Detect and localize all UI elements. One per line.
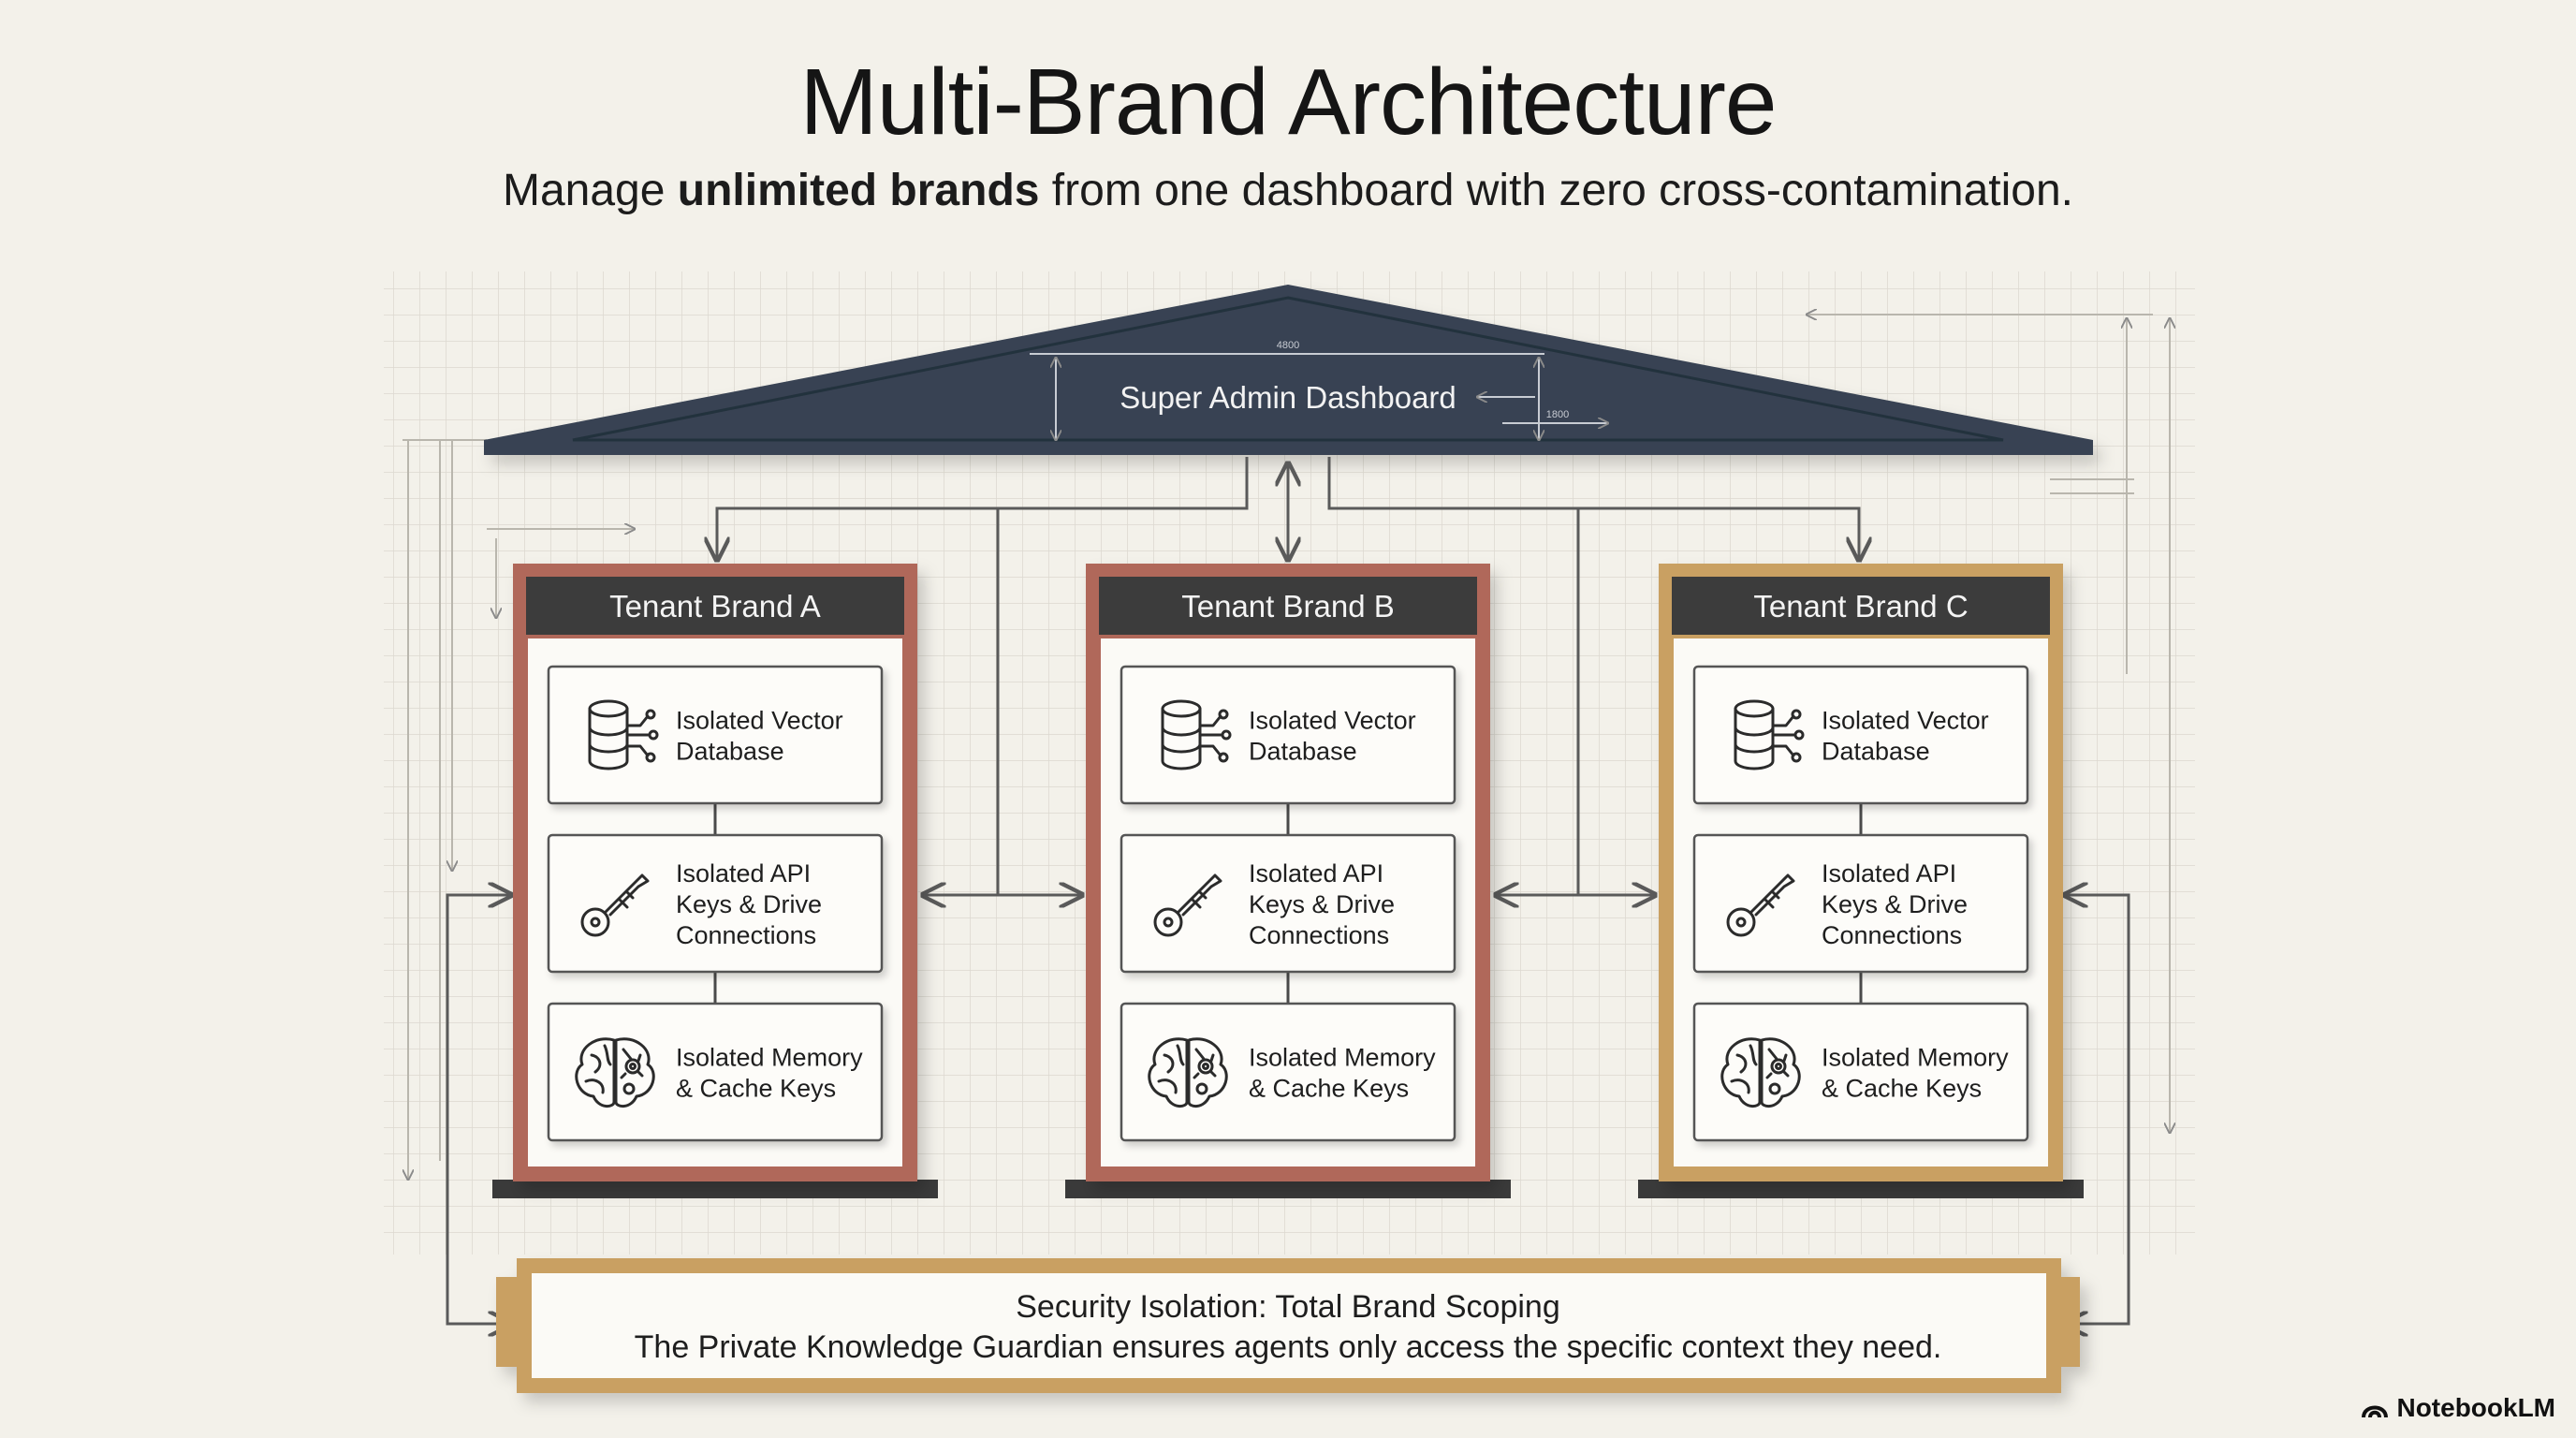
brain-icon (1148, 1037, 1228, 1108)
module-label-line: & Cache Keys (676, 1075, 836, 1103)
notebooklm-logo-icon (2362, 1405, 2389, 1418)
module-label-line: Database (1822, 738, 1930, 766)
module-label-line: Isolated API (676, 859, 811, 888)
key-icon (1153, 873, 1222, 937)
tenant-header (526, 577, 904, 635)
tenant-base (1065, 1180, 1511, 1198)
module-label-line: & Cache Keys (1249, 1075, 1409, 1103)
foundation-title: Security Isolation: Total Brand Scoping (1016, 1289, 1560, 1325)
module-card-box (547, 1002, 884, 1142)
module-card-box (1120, 833, 1456, 974)
key-icon (580, 873, 650, 937)
tenant-header (1672, 577, 2050, 635)
module-label-line: Isolated Vector (676, 707, 843, 735)
module-card-box (547, 665, 884, 805)
roof-dim-top: 4800 (1277, 340, 1299, 351)
module-label-line: Connections (1822, 921, 1962, 949)
module-label-line: Isolated Vector (1822, 707, 1989, 735)
module-card-box (1120, 665, 1456, 805)
roof-connectors (717, 457, 1859, 895)
page-subtitle: Manage unlimited brands from one dashboa… (502, 166, 2074, 215)
database-icon (1734, 699, 1805, 770)
module-label-line: Keys & Drive (1822, 890, 1968, 918)
module-label-line: Isolated Vector (1249, 707, 1416, 735)
module-card-box (547, 833, 884, 974)
notebooklm-label: NotebookLM (2396, 1393, 2555, 1422)
foundation-block (496, 1258, 2080, 1393)
module-label-line: Isolated API (1249, 859, 1383, 888)
foundation-description: The Private Knowledge Guardian ensures a… (635, 1329, 1942, 1365)
tenant-base (1638, 1180, 2084, 1198)
tenant-header (1099, 577, 1477, 635)
tenant-name: Tenant Brand B (1181, 589, 1395, 624)
module-label-line: Keys & Drive (1249, 890, 1395, 918)
key-icon (1726, 873, 1795, 937)
module-card: Isolated Memory & Cache Keys (547, 1002, 884, 1142)
module-label-line: Isolated Memory (676, 1044, 863, 1072)
foundation-connectors (446, 895, 2130, 1324)
super-admin-dashboard-label: Super Admin Dashboard (1120, 380, 1456, 415)
notebooklm-brand: NotebookLM (2361, 1393, 2555, 1423)
module-label-line: Isolated Memory (1822, 1044, 2009, 1072)
module-label-line: Keys & Drive (676, 890, 822, 918)
database-icon (1161, 699, 1232, 770)
module-label-line: Database (1249, 738, 1357, 766)
module-card-box (1692, 665, 2029, 805)
roof-dim-side: 1800 (1546, 409, 1569, 420)
roof-dimension-lines (1030, 353, 1608, 440)
tenant-base (492, 1180, 938, 1198)
module-card-box (1692, 1002, 2029, 1142)
module-card-box (1120, 1002, 1456, 1142)
module-label-line: Connections (1249, 921, 1389, 949)
brain-icon (1720, 1037, 1801, 1108)
database-icon (588, 699, 659, 770)
blueprint-guides (402, 315, 2170, 1180)
tenant-name: Tenant Brand C (1753, 589, 1968, 624)
module-card-box (1692, 833, 2029, 974)
tenant-name: Tenant Brand A (609, 589, 821, 624)
module-label-line: Isolated API (1822, 859, 1956, 888)
module-label-line: Isolated Memory (1249, 1044, 1436, 1072)
module-label-line: Connections (676, 921, 816, 949)
module-label-line: & Cache Keys (1822, 1075, 1982, 1103)
super-admin-roof (484, 285, 2093, 455)
module-card: Isolated Memory & Cache Keys (1120, 1002, 1456, 1142)
module-label-line: Database (676, 738, 784, 766)
page-title: Multi-Brand Architecture (799, 50, 1777, 154)
module-card: Isolated Memory & Cache Keys (1692, 1002, 2029, 1142)
brain-icon (575, 1037, 655, 1108)
